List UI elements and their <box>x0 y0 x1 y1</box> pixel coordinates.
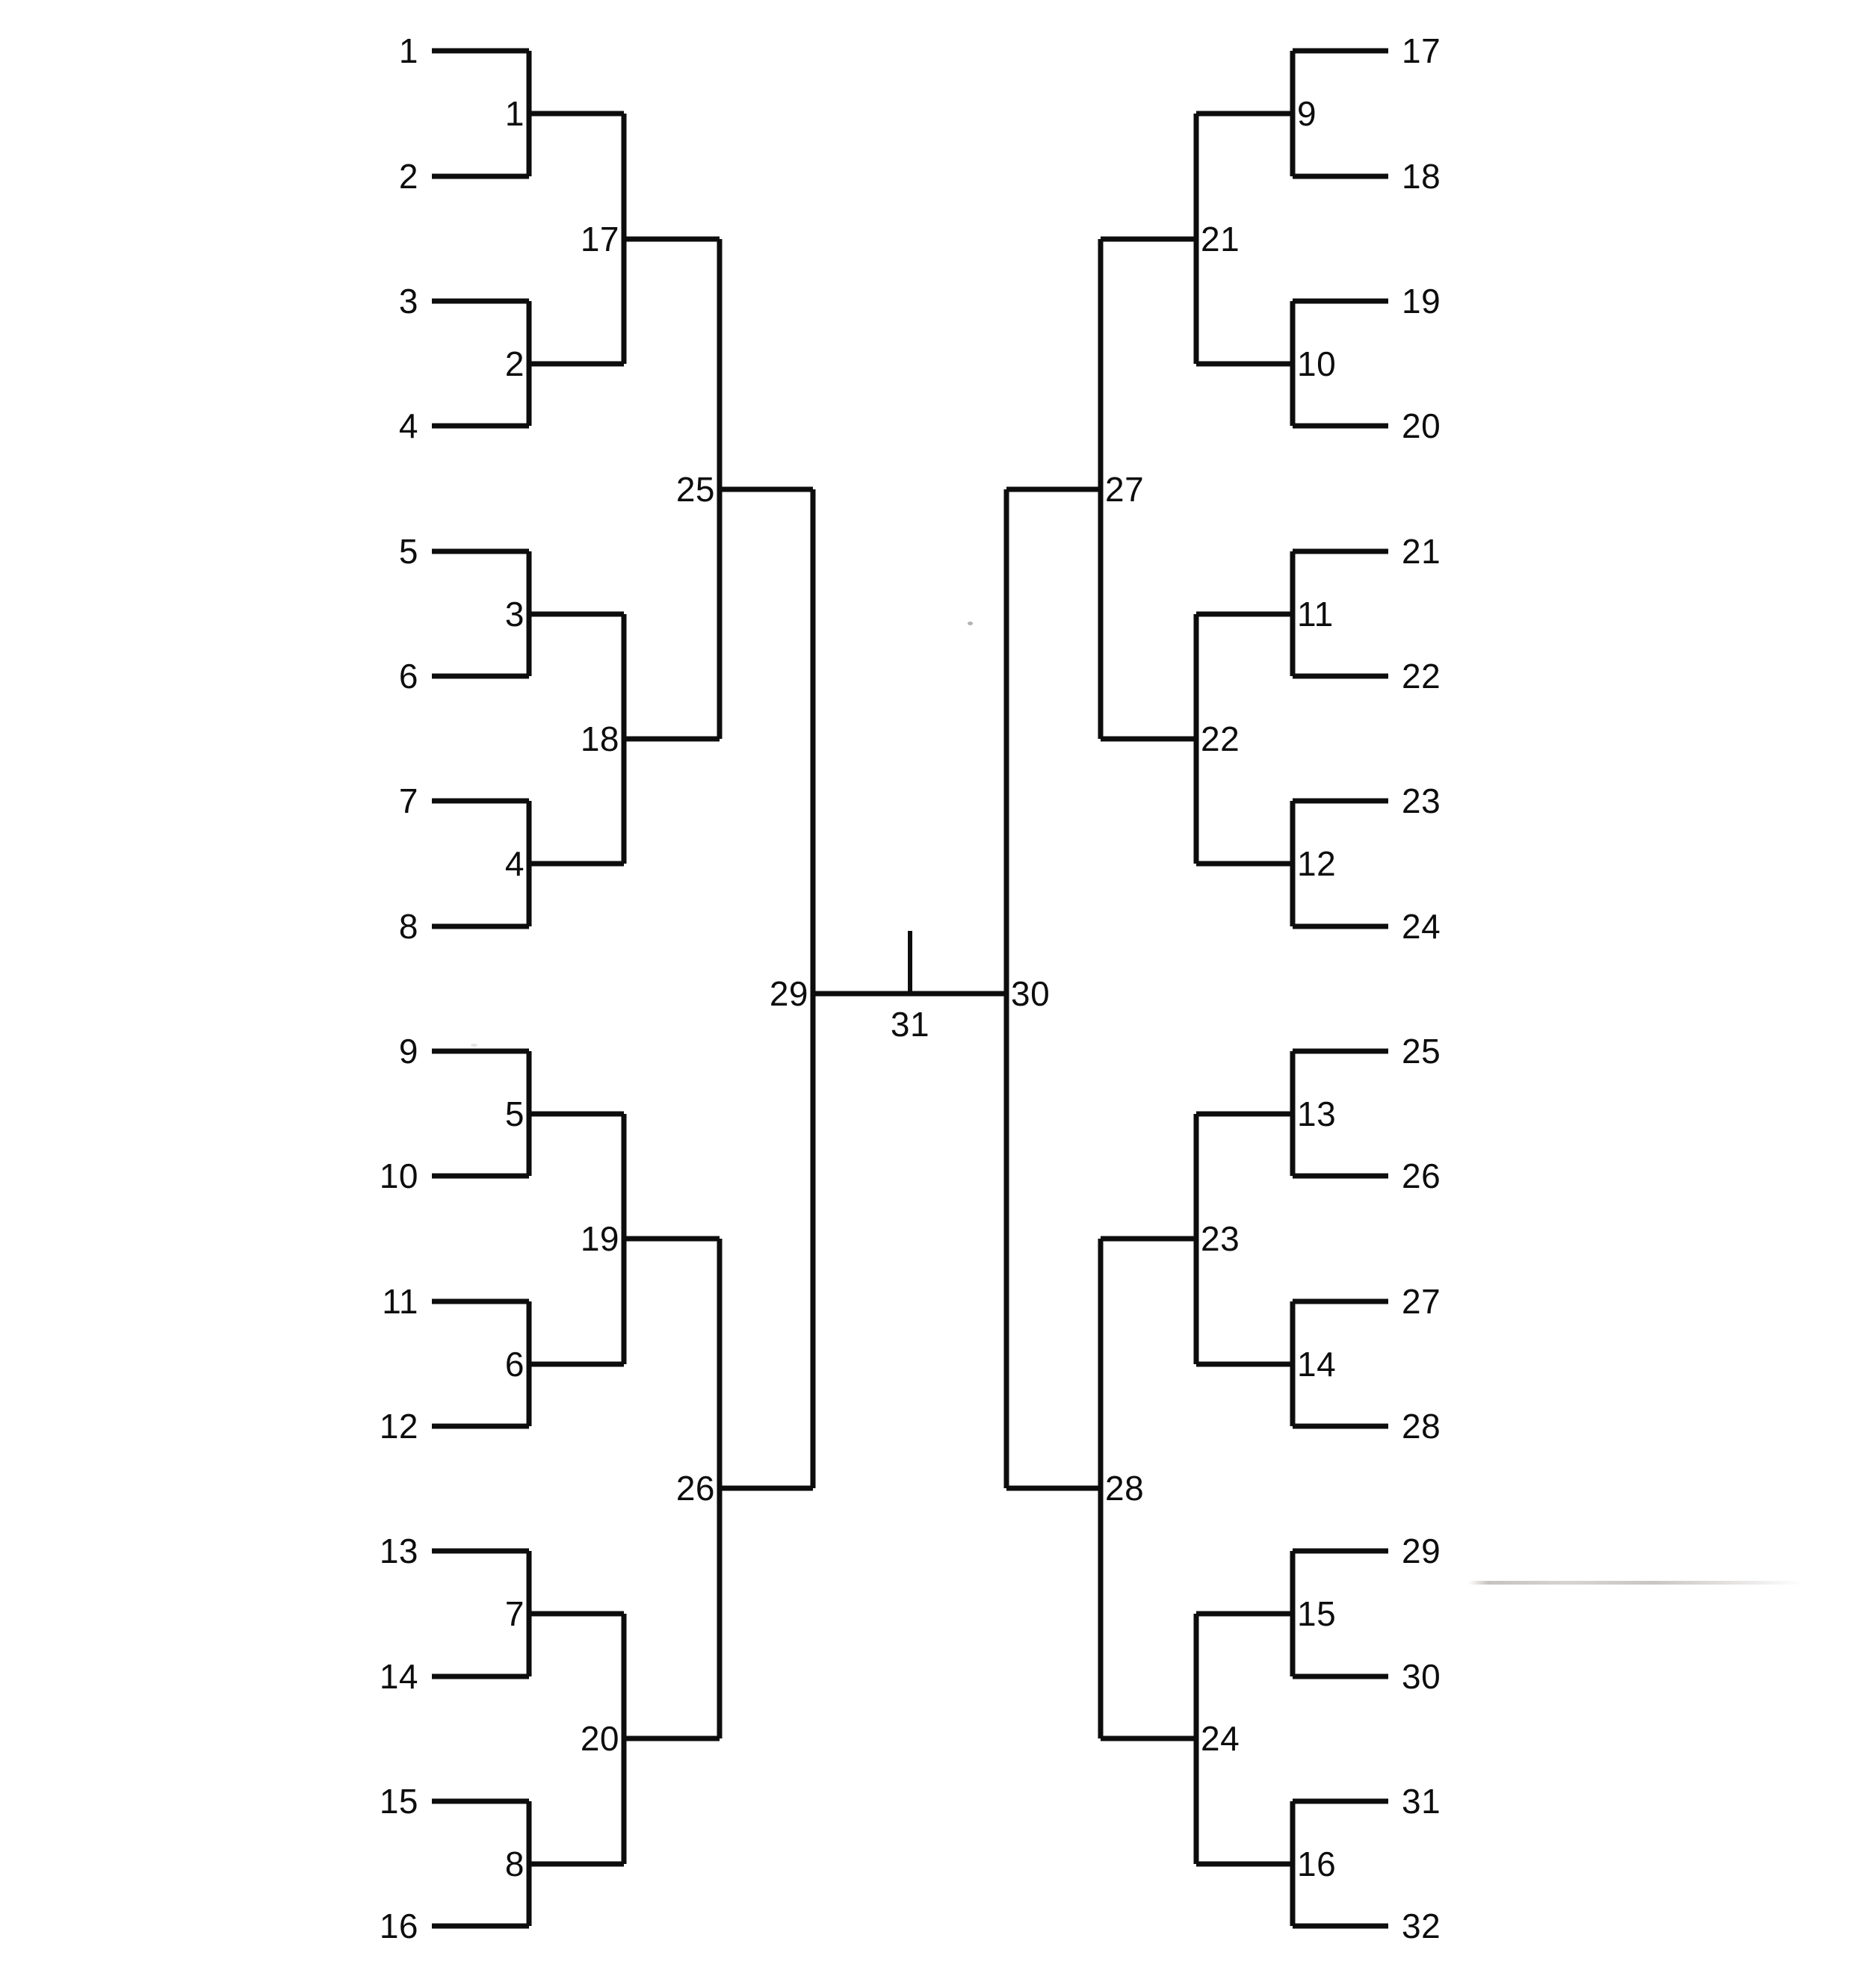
right-round1-node-11: 11 <box>1297 595 1334 634</box>
left-round2-node-17: 17 <box>580 220 619 258</box>
left-round1-node-4: 4 <box>504 844 525 883</box>
right-leaf-label-30: 30 <box>1402 1657 1441 1696</box>
left-round3-node-25: 25 <box>675 470 715 509</box>
right-round3-node-27: 27 <box>1105 470 1145 509</box>
root-node-31: 31 <box>890 1005 930 1044</box>
left-round3-node-26: 26 <box>675 1469 715 1508</box>
right-round4-node-30: 30 <box>1011 974 1051 1013</box>
right-round1-node-15: 15 <box>1297 1594 1337 1633</box>
left-leaf-label-15: 15 <box>379 1782 418 1821</box>
right-leaf-label-20: 20 <box>1402 406 1441 445</box>
right-leaf-label-26: 26 <box>1402 1156 1441 1195</box>
left-leaf-label-10: 10 <box>379 1156 418 1195</box>
right-round2-node-21: 21 <box>1201 220 1240 258</box>
left-round2-node-19: 19 <box>580 1219 619 1258</box>
left-round1-node-6: 6 <box>504 1345 525 1384</box>
right-round2-node-22: 22 <box>1201 719 1240 758</box>
right-round2-node-24: 24 <box>1201 1719 1240 1758</box>
left-round1-node-8: 8 <box>504 1845 525 1883</box>
right-leaf-label-27: 27 <box>1402 1282 1441 1321</box>
left-round2-node-20: 20 <box>580 1719 619 1758</box>
right-leaf-label-21: 21 <box>1402 532 1441 571</box>
left-round1-node-1: 1 <box>504 94 525 133</box>
right-leaf-label-23: 23 <box>1402 781 1441 820</box>
left-leaf-label-14: 14 <box>379 1657 418 1696</box>
left-leaf-label-16: 16 <box>379 1907 418 1945</box>
right-leaf-label-29: 29 <box>1402 1532 1441 1570</box>
left-leaf-label-7: 7 <box>398 781 418 820</box>
left-leaf-label-2: 2 <box>398 157 418 196</box>
right-round1-node-9: 9 <box>1297 94 1317 133</box>
right-leaf-label-17: 17 <box>1402 31 1441 70</box>
left-round1-node-5: 5 <box>504 1094 525 1133</box>
left-leaf-label-8: 8 <box>398 907 418 946</box>
right-leaf-label-32: 32 <box>1402 1907 1441 1945</box>
left-leaf-label-5: 5 <box>398 532 418 571</box>
right-round3-node-28: 28 <box>1105 1469 1145 1508</box>
left-leaf-label-4: 4 <box>398 406 418 445</box>
left-round4-node-29: 29 <box>769 974 808 1013</box>
right-round1-node-12: 12 <box>1297 844 1337 883</box>
right-leaf-label-24: 24 <box>1402 907 1441 946</box>
left-leaf-label-9: 9 <box>398 1032 418 1071</box>
left-leaf-label-13: 13 <box>379 1532 418 1570</box>
right-leaf-label-31: 31 <box>1402 1782 1441 1821</box>
left-round1-node-2: 2 <box>504 344 525 383</box>
left-leaf-label-11: 11 <box>382 1282 418 1321</box>
right-round1-node-16: 16 <box>1297 1845 1337 1883</box>
left-leaf-label-12: 12 <box>379 1407 418 1446</box>
right-leaf-label-25: 25 <box>1402 1032 1441 1071</box>
right-leaf-label-22: 22 <box>1402 657 1441 696</box>
left-leaf-label-3: 3 <box>398 282 418 321</box>
left-round1-node-3: 3 <box>504 595 525 634</box>
left-round1-node-7: 7 <box>504 1594 525 1633</box>
right-leaf-label-28: 28 <box>1402 1407 1441 1446</box>
left-round2-node-18: 18 <box>580 719 619 758</box>
left-leaf-label-1: 1 <box>398 31 418 70</box>
right-leaf-label-18: 18 <box>1402 157 1441 196</box>
right-round1-node-10: 10 <box>1297 344 1337 383</box>
right-round1-node-14: 14 <box>1297 1345 1337 1384</box>
left-leaf-label-6: 6 <box>398 657 418 696</box>
right-leaf-label-19: 19 <box>1402 282 1441 321</box>
right-round2-node-23: 23 <box>1201 1219 1240 1258</box>
right-round1-node-13: 13 <box>1297 1094 1337 1133</box>
